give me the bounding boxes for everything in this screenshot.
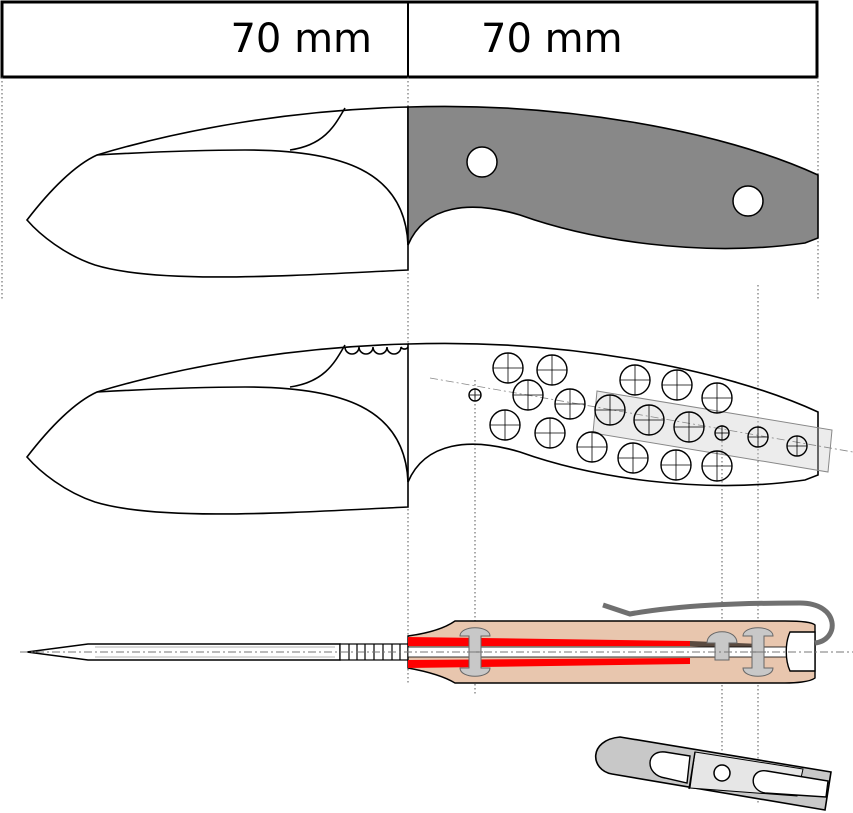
drilled-hole [576,431,608,463]
dimension-bar: 70 mm 70 mm [0,0,819,79]
blade-length-label: 70 mm [230,16,372,62]
drilled-hole [660,449,692,481]
drilled-hole [617,442,649,474]
handle-scale [407,105,819,250]
drilled-hole [512,379,544,411]
knife-profile-view [25,105,819,278]
drilled-hole [701,382,733,414]
drilled-hole [619,364,651,396]
drilled-hole [786,435,808,457]
clip-outline [592,390,833,473]
lightening-holes [468,352,808,482]
drilled-hole [536,354,568,386]
drilled-hole [554,388,586,420]
clip-screw [706,631,738,661]
drilled-hole [492,352,524,384]
handle-length-label: 70 mm [481,16,623,62]
drilled-hole [661,369,693,401]
knife-drilled-view [25,342,853,515]
drilled-hole [468,388,482,402]
pin-hole [732,185,764,217]
pocket-clip-wire [602,600,835,646]
drilled-hole [534,417,566,449]
pocket-clip-part [594,736,832,811]
drilled-hole [747,426,769,448]
drilled-hole [714,425,730,441]
drilled-hole [489,409,521,441]
pin-hole [466,146,498,178]
drilled-hole [701,450,733,482]
drilled-hole [594,394,626,426]
knife-side-view [20,600,853,684]
drilled-hole [673,411,705,443]
drilled-hole [633,404,665,436]
